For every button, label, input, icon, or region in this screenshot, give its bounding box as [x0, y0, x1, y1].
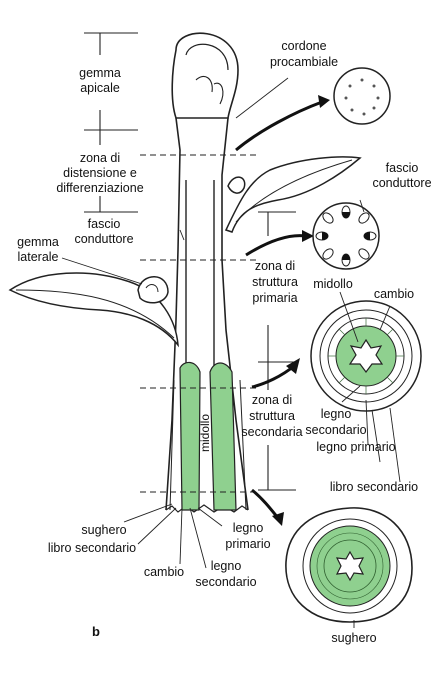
svg-text:conduttore: conduttore	[74, 232, 133, 246]
label-legno-primario-right: legno primario	[316, 440, 395, 454]
green-band-left	[179, 361, 201, 511]
label-libro-secondario-right: libro secondario	[330, 480, 418, 494]
label-cordone-procambiale: cordone	[281, 39, 326, 53]
svg-text:distensione e: distensione e	[63, 166, 137, 180]
stem-base-cut	[165, 504, 249, 513]
label-gemma-apicale: gemma	[79, 66, 121, 80]
lower-left-leaf	[8, 272, 179, 348]
label-legno-primario-bottom: legno	[233, 521, 264, 535]
label-midollo-stem: midollo	[198, 414, 212, 452]
svg-text:conduttore: conduttore	[372, 176, 431, 190]
label-libro-secondario-left: libro secondario	[48, 541, 136, 555]
label-sughero-bottom: sughero	[331, 631, 376, 645]
lateral-bud	[137, 276, 169, 304]
label-legno-secondario-right: legno	[321, 407, 352, 421]
stem-right-edge	[221, 117, 249, 511]
cork-line-right	[239, 379, 247, 511]
svg-text:primario: primario	[225, 537, 270, 551]
label-zona-distensione: zona di	[80, 151, 120, 165]
labels: gemma apicale zona di distensione e diff…	[17, 39, 431, 645]
label-cambio-left: cambio	[144, 565, 184, 579]
axillary-bud-upper	[227, 176, 246, 194]
label-gemma-laterale: gemma	[17, 235, 59, 249]
apical-bud-inner	[185, 43, 229, 71]
svg-text:laterale: laterale	[18, 250, 59, 264]
green-band-right	[209, 362, 237, 511]
cork-line-left	[169, 379, 175, 511]
svg-text:apicale: apicale	[80, 81, 120, 95]
label-sughero-left: sughero	[81, 523, 126, 537]
section-procambial	[333, 67, 391, 125]
panel-letter: b	[92, 624, 100, 639]
pith-star-mature	[335, 550, 365, 582]
section-mature	[285, 507, 413, 623]
left-zone-brackets	[84, 32, 138, 213]
label-fascio-conduttore-left: fascio	[88, 217, 121, 231]
svg-text:secondaria: secondaria	[241, 425, 302, 439]
svg-text:secondario: secondario	[195, 575, 256, 589]
arrow-heads	[272, 95, 330, 526]
svg-text:secondario: secondario	[305, 423, 366, 437]
right-zone-brackets	[258, 211, 296, 491]
section-primary	[312, 202, 380, 270]
svg-text:struttura: struttura	[249, 409, 295, 423]
upper-right-leaf	[224, 156, 362, 233]
stem-left-edge	[165, 117, 181, 511]
label-zona-primaria: zona di	[255, 259, 295, 273]
svg-text:differenziazione: differenziazione	[56, 181, 143, 195]
apical-bud-leaf-primordia	[195, 75, 224, 105]
section-secondary	[310, 300, 422, 412]
leader-lines	[61, 77, 401, 628]
apical-bud	[171, 32, 239, 119]
svg-text:procambiale: procambiale	[270, 55, 338, 69]
label-cambio-section: cambio	[374, 287, 414, 301]
stem	[165, 32, 249, 513]
label-legno-secondario-bottom: legno	[211, 559, 242, 573]
label-fascio-conduttore-right: fascio	[386, 161, 419, 175]
label-zona-secondaria: zona di	[252, 393, 292, 407]
pith-star	[348, 338, 384, 373]
label-midollo-section: midollo	[313, 277, 353, 291]
secondary-xylem-bands	[169, 361, 247, 511]
svg-text:struttura: struttura	[252, 275, 298, 289]
svg-text:primaria: primaria	[252, 291, 297, 305]
